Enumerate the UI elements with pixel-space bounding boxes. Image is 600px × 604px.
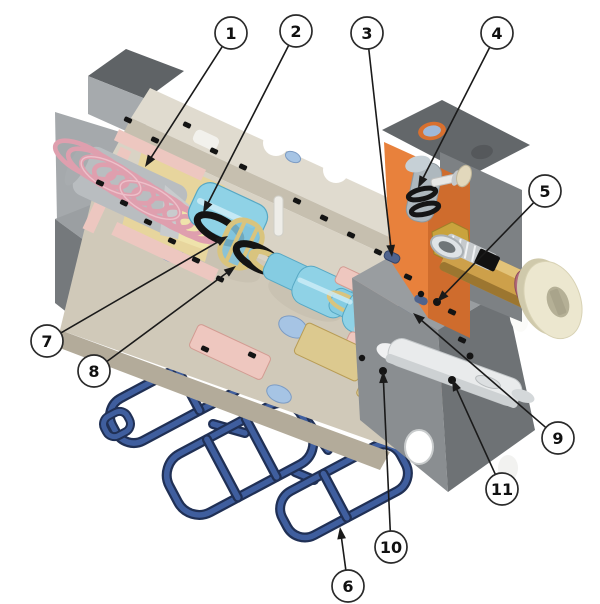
leader-arrowhead-3 bbox=[386, 244, 396, 257]
callout-number-9: 9 bbox=[552, 429, 563, 448]
callout-3: 3 bbox=[350, 16, 396, 257]
top-hole bbox=[471, 144, 493, 160]
leader-line-2 bbox=[206, 44, 290, 206]
spring-stop bbox=[192, 129, 220, 151]
callout-number-4: 4 bbox=[491, 24, 502, 43]
callout-1: 1 bbox=[145, 16, 248, 167]
callout-11: 11 bbox=[452, 379, 519, 506]
callout-circle-9 bbox=[541, 421, 575, 455]
callout-number-7: 7 bbox=[41, 332, 52, 351]
leader-line-11 bbox=[454, 386, 497, 475]
callout-number-11: 11 bbox=[491, 480, 513, 499]
leader-line-1 bbox=[149, 46, 224, 160]
set-screw bbox=[466, 352, 474, 360]
leader-arrowhead-4 bbox=[418, 175, 428, 188]
callout-circle-11 bbox=[485, 472, 519, 506]
leader-line-8 bbox=[106, 270, 230, 363]
override-assembly bbox=[430, 221, 583, 340]
callout-circle-7 bbox=[30, 324, 64, 358]
disc-slot bbox=[549, 288, 567, 316]
callout-number-5: 5 bbox=[539, 182, 550, 201]
callout-8: 8 bbox=[77, 266, 236, 388]
return-spring bbox=[52, 138, 219, 244]
callout-circle-10 bbox=[374, 530, 408, 564]
leader-arrowhead-2 bbox=[203, 200, 213, 213]
callout-7: 7 bbox=[30, 236, 228, 358]
callout-5: 5 bbox=[437, 174, 562, 302]
leader-arrowhead-6 bbox=[337, 527, 346, 540]
leader-line-9 bbox=[419, 318, 547, 429]
callout-circle-5 bbox=[528, 174, 562, 208]
pilot-sleeve bbox=[376, 338, 535, 408]
guide-pin bbox=[273, 195, 284, 237]
callout-9: 9 bbox=[413, 313, 575, 455]
leader-arrowhead-10 bbox=[379, 371, 388, 384]
flange-notch bbox=[323, 157, 349, 183]
callout-number-3: 3 bbox=[361, 24, 372, 43]
o-ring bbox=[408, 200, 442, 218]
leader-arrowhead-7 bbox=[215, 236, 228, 246]
callout-number-8: 8 bbox=[88, 362, 99, 381]
body-top-flange bbox=[131, 88, 415, 240]
callout-10: 10 bbox=[374, 371, 408, 564]
callout-circle-1 bbox=[214, 16, 248, 50]
callout-circle-8 bbox=[77, 354, 111, 388]
end-disc bbox=[517, 258, 583, 340]
pilot-valve-block bbox=[383, 121, 472, 338]
body-inner-wall bbox=[123, 118, 396, 256]
callout-4: 4 bbox=[418, 16, 514, 188]
leader-line-4 bbox=[421, 46, 491, 181]
callout-circle-2 bbox=[279, 14, 313, 48]
interface-seal-blue bbox=[414, 294, 428, 306]
retainer-washer bbox=[430, 234, 464, 260]
leader-line-6 bbox=[340, 535, 347, 571]
flange-notch bbox=[263, 130, 289, 156]
o-ring bbox=[405, 185, 439, 203]
callout-number-2: 2 bbox=[290, 22, 301, 41]
pilot-plunger bbox=[430, 164, 472, 188]
leader-arrowhead-8 bbox=[223, 266, 236, 277]
callout-circle-6 bbox=[331, 569, 365, 603]
leader-line-7 bbox=[60, 239, 221, 334]
callout-number-1: 1 bbox=[225, 24, 236, 43]
screw-lock-section bbox=[474, 248, 500, 272]
callout-circle-4 bbox=[480, 16, 514, 50]
spring-assembly bbox=[52, 129, 225, 283]
leader-line-3 bbox=[367, 48, 392, 249]
leader-line-5 bbox=[442, 201, 535, 297]
leader-arrowhead-9 bbox=[413, 313, 425, 325]
callout-layer: 1 2 3 4 5 6 7 8 9 10 11 bbox=[30, 14, 575, 603]
callout-circle-3 bbox=[350, 16, 384, 50]
callout-2: 2 bbox=[203, 14, 313, 213]
leader-line-10 bbox=[382, 379, 392, 532]
leader-arrowhead-11 bbox=[452, 379, 461, 392]
leader-arrowhead-1 bbox=[145, 154, 156, 167]
pilot-cartridge bbox=[405, 155, 443, 223]
carrier-left-lower bbox=[189, 324, 271, 380]
body-bottom-edge bbox=[52, 330, 390, 470]
callout-number-6: 6 bbox=[342, 577, 353, 596]
callout-number-10: 10 bbox=[380, 538, 402, 557]
pilot-top-port-bore bbox=[423, 125, 441, 137]
mounting-hole bbox=[404, 429, 434, 465]
callout-6: 6 bbox=[331, 527, 365, 603]
leader-arrowhead-5 bbox=[437, 290, 449, 302]
